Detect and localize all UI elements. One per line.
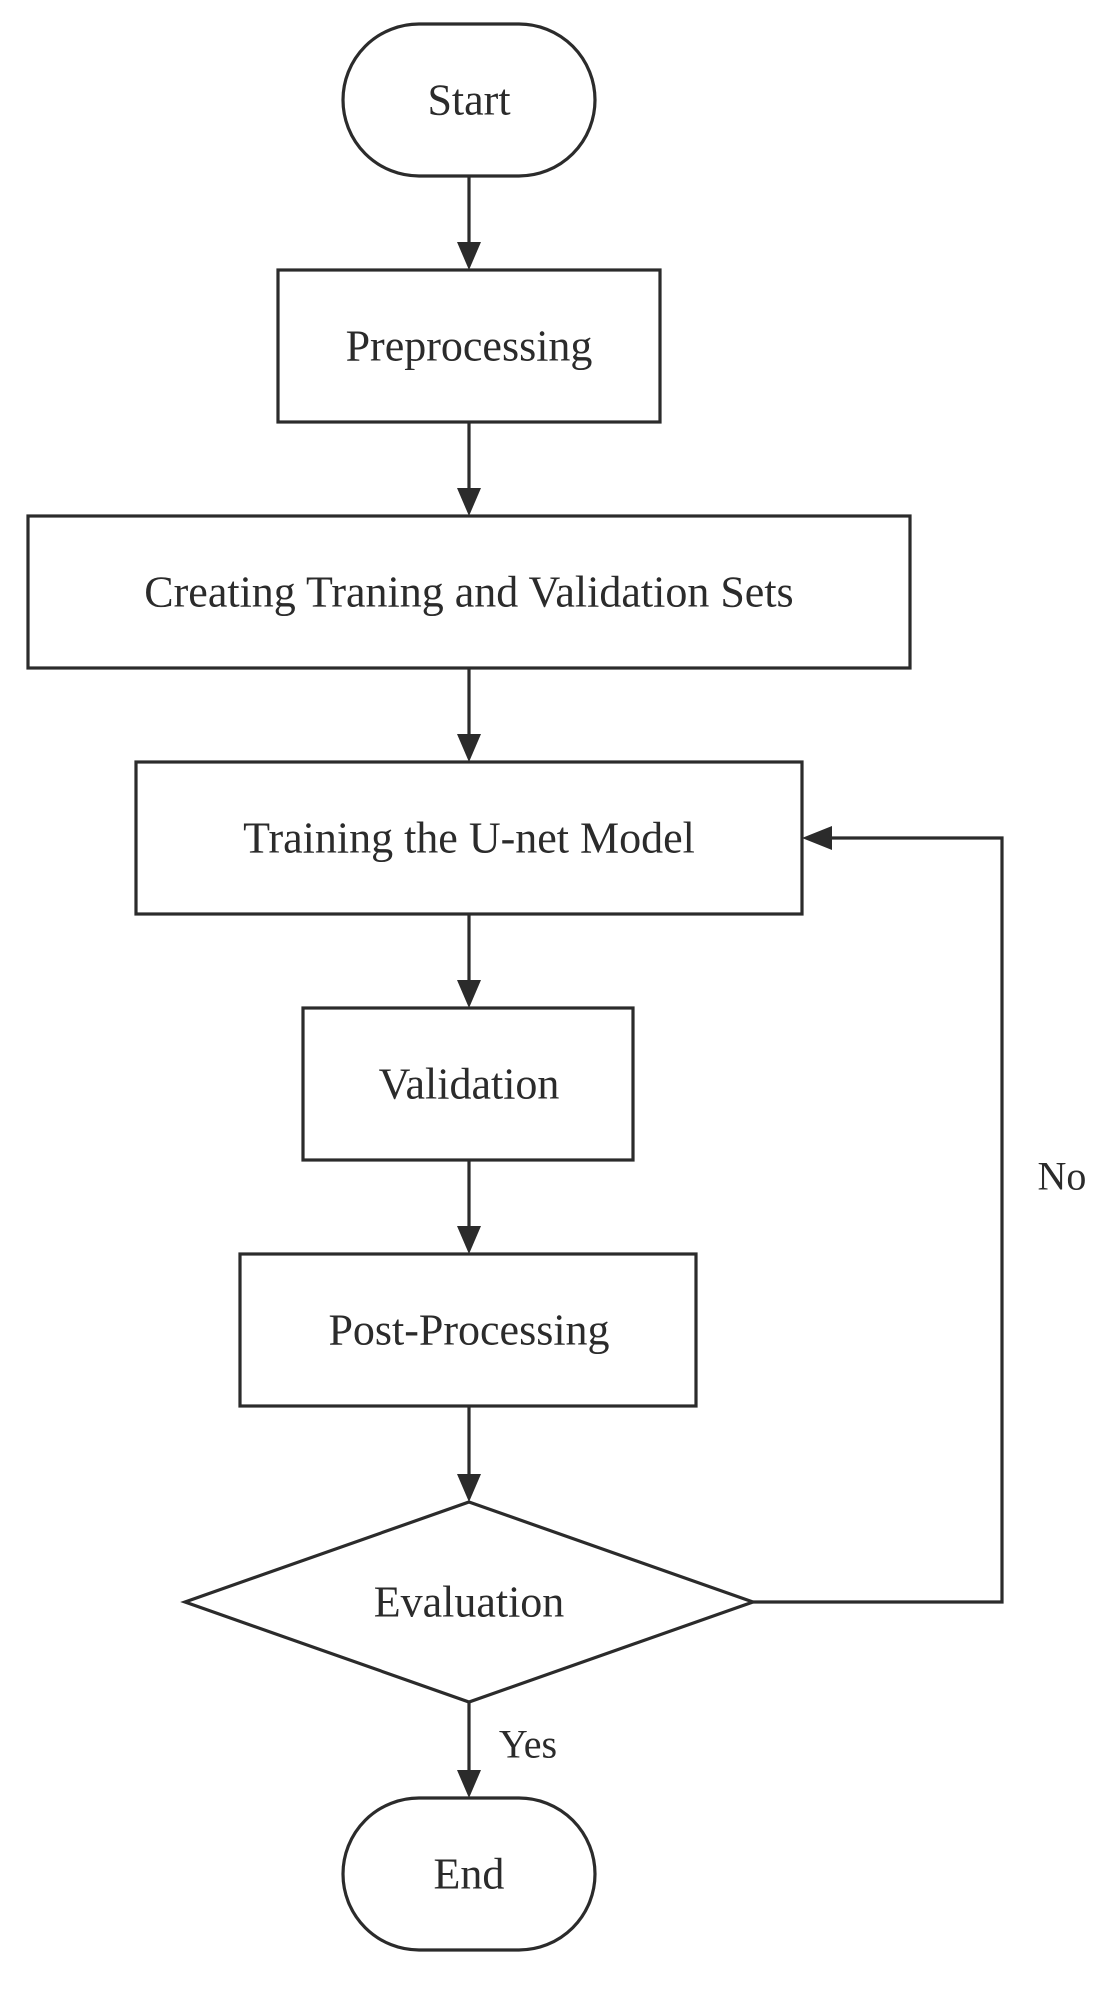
arrow-preprocessing-to-sets bbox=[457, 422, 481, 516]
arrow-no-loop-to-training bbox=[753, 826, 1004, 1604]
post-processing-node: Post-Processing bbox=[238, 1252, 698, 1408]
evaluation-node: Evaluation bbox=[180, 1500, 758, 1704]
validation-label: Validation bbox=[379, 1060, 560, 1109]
arrow-training-to-validation bbox=[457, 914, 481, 1008]
evaluation-label: Evaluation bbox=[374, 1578, 565, 1627]
arrow-validation-to-post-processing bbox=[457, 1160, 481, 1254]
post-processing-label: Post-Processing bbox=[328, 1306, 609, 1355]
arrow-sets-to-training bbox=[457, 668, 481, 762]
preprocessing-box bbox=[276, 268, 662, 424]
end-label: End bbox=[434, 1850, 505, 1899]
arrow-start-to-preprocessing bbox=[457, 176, 481, 270]
start-label: Start bbox=[427, 76, 510, 125]
yes-edge-label: Yes bbox=[499, 1722, 557, 1767]
post-processing-box bbox=[238, 1252, 698, 1408]
validation-box bbox=[301, 1006, 635, 1162]
end-node: End bbox=[341, 1796, 597, 1952]
preprocessing-node: Preprocessing bbox=[276, 268, 662, 424]
preprocessing-label: Preprocessing bbox=[346, 322, 593, 371]
training-label: Training the U-net Model bbox=[243, 814, 695, 863]
start-node: Start bbox=[341, 22, 597, 178]
creating-sets-label: Creating Traning and Validation Sets bbox=[144, 568, 793, 617]
training-node: Training the U-net Model bbox=[134, 760, 804, 916]
arrow-yes-to-end bbox=[457, 1702, 481, 1798]
validation-node: Validation bbox=[301, 1006, 635, 1162]
end-terminal-shape bbox=[341, 1796, 597, 1952]
creating-sets-node: Creating Traning and Validation Sets bbox=[26, 514, 912, 670]
arrow-post-processing-to-evaluation bbox=[457, 1406, 481, 1502]
no-edge-label: No bbox=[1038, 1154, 1087, 1199]
